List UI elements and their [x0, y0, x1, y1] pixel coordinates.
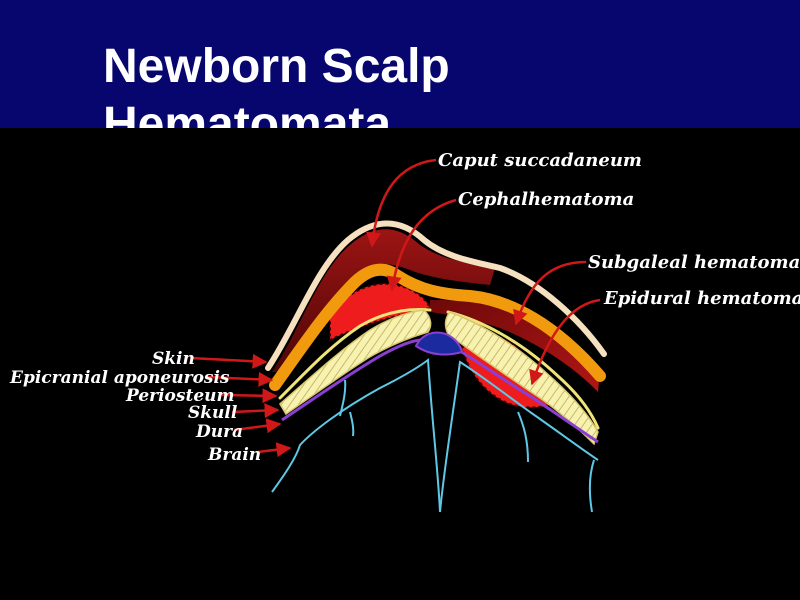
label-brain: Brain	[207, 445, 261, 465]
label-epidural-hematoma: Epidural hematoma	[603, 288, 800, 309]
label-periosteum: Periosteum	[125, 386, 234, 406]
label-cephalhematoma: Cephalhematoma	[458, 189, 634, 210]
slide-title: Newborn Scalp Hematomata	[103, 40, 450, 128]
periosteum-layer	[278, 308, 600, 430]
skin-layer	[265, 220, 607, 371]
label-caput-succadaneum: Caput succadaneum	[438, 150, 642, 171]
label-epicranial-aponeurosis: Epicranial aponeurosis	[9, 368, 230, 388]
hematoma-arrows	[365, 158, 601, 386]
caput-succedaneum-region	[272, 229, 495, 372]
label-skin: Skin	[152, 349, 195, 369]
label-dura: Dura	[195, 422, 243, 442]
label-skull: Skull	[188, 403, 238, 423]
title-band: Newborn Scalp Hematomata	[0, 0, 800, 128]
skull-left-plate	[279, 309, 432, 416]
brain-outline	[271, 358, 599, 513]
cephalhematoma-region	[329, 282, 432, 342]
label-subgaleal-hematoma: Subgaleal hematoma	[588, 252, 800, 273]
layer-arrows	[189, 353, 292, 458]
sagittal-sinus	[414, 331, 464, 356]
